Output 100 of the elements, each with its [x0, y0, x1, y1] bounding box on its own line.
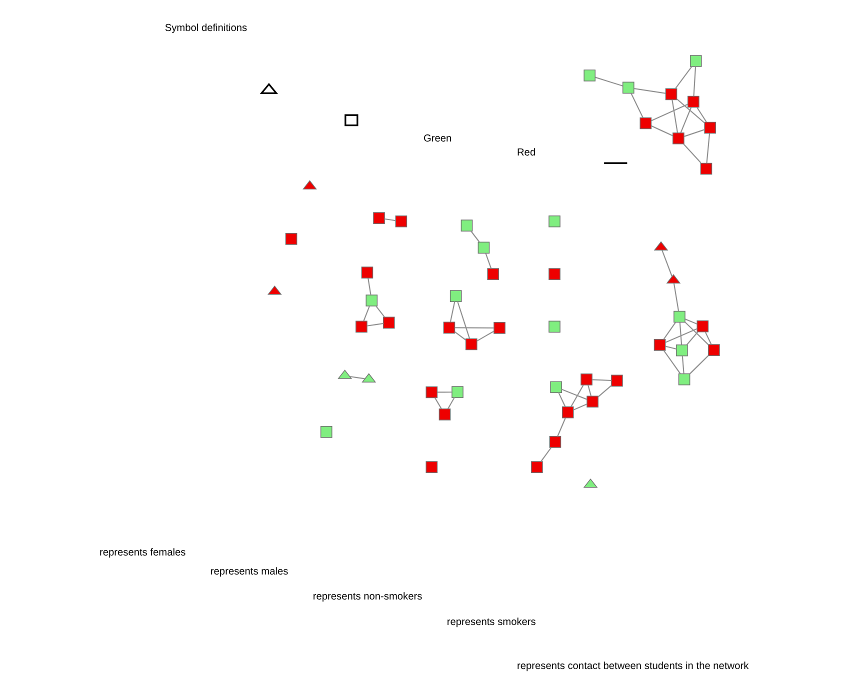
connector	[630, 93, 643, 118]
node-box	[580, 374, 592, 386]
connector	[454, 327, 494, 328]
connector	[540, 447, 552, 462]
connector	[684, 322, 708, 346]
connector	[572, 404, 587, 410]
node-box	[708, 344, 720, 356]
connector	[384, 218, 395, 222]
node-triangle	[266, 285, 282, 295]
node-triangle	[653, 241, 668, 251]
connector	[484, 253, 492, 269]
legend-label: represents contact between students in the network	[516, 661, 748, 672]
connector	[476, 330, 494, 342]
connector	[436, 392, 452, 393]
connector	[662, 350, 680, 374]
node-box	[550, 381, 562, 394]
connector	[367, 278, 371, 295]
connector	[558, 392, 566, 407]
node-box	[583, 70, 595, 82]
node-box	[493, 322, 505, 334]
label: Symbol definitions	[164, 23, 247, 34]
connector	[650, 104, 688, 122]
connector	[570, 384, 584, 407]
node-box	[548, 215, 560, 228]
node-box	[477, 242, 490, 254]
node-box	[548, 320, 560, 333]
node-box	[561, 406, 574, 418]
legend-label: represents non-smokers	[312, 592, 422, 603]
connector	[662, 322, 676, 340]
node-box	[689, 55, 702, 67]
node-box	[372, 212, 384, 224]
connector	[678, 322, 682, 345]
connector	[681, 356, 684, 374]
connector	[672, 283, 679, 312]
connector	[375, 306, 384, 318]
connector	[682, 144, 701, 164]
node-box	[530, 461, 542, 473]
node-box	[678, 373, 690, 386]
connector	[362, 306, 370, 322]
connector	[696, 107, 706, 122]
connector	[592, 379, 611, 382]
node-triangle	[361, 373, 376, 382]
node-box	[700, 162, 712, 175]
node-box	[449, 290, 462, 302]
node-box	[653, 339, 666, 351]
node-box	[320, 426, 332, 438]
node-triangle	[337, 370, 352, 379]
connector	[684, 318, 697, 325]
connector	[692, 66, 696, 96]
node-box	[639, 117, 652, 130]
node-box	[284, 233, 297, 245]
node-triangle	[582, 478, 598, 488]
node-box	[696, 320, 708, 332]
connector	[349, 376, 364, 380]
connector	[664, 328, 697, 343]
connector	[434, 398, 442, 409]
connector	[661, 250, 672, 277]
connector	[594, 76, 622, 86]
connector	[449, 302, 455, 322]
connector	[650, 125, 673, 136]
node-box	[451, 386, 463, 398]
node-box	[687, 96, 699, 108]
node-box	[464, 338, 477, 350]
connector	[704, 332, 712, 345]
node-box	[394, 215, 407, 228]
node-box	[672, 132, 684, 144]
node-box	[365, 294, 378, 306]
node-box	[425, 461, 438, 473]
node-box	[355, 320, 367, 333]
node-box	[664, 88, 677, 100]
node-triangle	[302, 180, 316, 190]
node-triangle	[666, 274, 680, 284]
connector	[680, 107, 692, 134]
node-box	[438, 408, 450, 420]
legend-label: represents smokers	[446, 616, 536, 628]
label: Red	[516, 148, 536, 159]
node-box	[586, 396, 598, 408]
connector	[633, 88, 666, 94]
connector	[689, 355, 708, 374]
label: Green	[423, 133, 452, 144]
connector	[561, 388, 586, 400]
node-box	[548, 268, 560, 280]
node-box	[360, 266, 373, 278]
connector	[456, 302, 470, 339]
node-box	[676, 344, 688, 356]
node-box	[486, 268, 498, 280]
node-box	[622, 82, 634, 94]
connector	[706, 133, 710, 164]
connector	[597, 385, 612, 398]
connector	[676, 98, 704, 124]
connector	[674, 66, 692, 89]
connector	[556, 418, 566, 436]
node-box	[442, 322, 455, 334]
connector	[671, 100, 678, 133]
node-box	[673, 310, 685, 323]
node-box	[460, 220, 472, 232]
connector	[684, 129, 704, 137]
connector	[454, 331, 466, 340]
node-box	[382, 316, 394, 329]
connector	[470, 230, 480, 242]
